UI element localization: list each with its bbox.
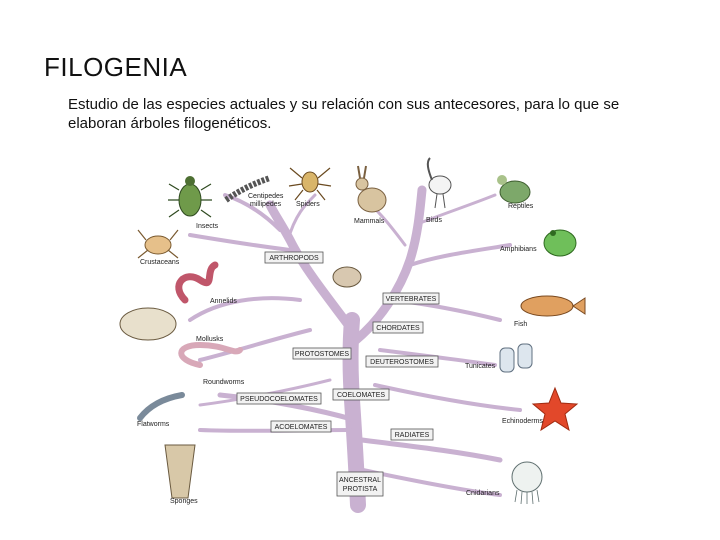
starfish-illustration xyxy=(531,386,579,432)
label-fish: Fish xyxy=(514,321,527,328)
node-arthropods: ARTHROPODS xyxy=(264,251,324,264)
page-title: FILOGENIA xyxy=(44,52,188,82)
node-vertebrates: VERTEBRATES xyxy=(382,292,440,305)
node-protostomes: PROTOSTOMES xyxy=(292,347,352,360)
sponge-illustration xyxy=(164,444,196,499)
rabbit-illustration xyxy=(355,165,387,213)
label-flatworms: Flatworms xyxy=(137,421,170,428)
frog-illustration xyxy=(543,229,577,257)
svg-text:ARTHROPODS: ARTHROPODS xyxy=(269,255,319,262)
label-birds: Birds xyxy=(426,217,442,224)
label-sponges: Sponges xyxy=(170,498,198,505)
mollusk-illustration xyxy=(119,307,177,341)
label-cnidarians: Cnidarians xyxy=(466,490,500,497)
flatworm-illustration xyxy=(137,392,185,421)
label-tunicates: Tunicates xyxy=(465,363,496,370)
svg-text:PROTISTA: PROTISTA xyxy=(343,486,378,493)
node-radiates: RADIATES xyxy=(390,428,434,441)
node-pseudocoelomates: PSEUDOCOELOMATES xyxy=(236,392,322,405)
svg-text:ACOELOMATES: ACOELOMATES xyxy=(275,424,328,431)
roundworm-illustration xyxy=(178,341,243,368)
bird-illustration xyxy=(426,157,452,209)
label-reptiles: Reptiles xyxy=(508,203,534,210)
label-echinoderms: Echinoderms xyxy=(502,418,543,425)
label-millipedes: millipedes xyxy=(250,201,282,208)
node-acoelomates: ACOELOMATES xyxy=(270,420,332,433)
node-coelomates: COELOMATES xyxy=(332,388,390,401)
label-centipedes: Centipedes xyxy=(248,193,284,200)
node-deuterostomes: DEUTEROSTOMES xyxy=(365,355,439,368)
beetle-illustration xyxy=(168,176,212,218)
label-mollusks: Mollusks xyxy=(196,336,224,343)
tunicate-illustration xyxy=(499,343,533,373)
label-mammals: Mammals xyxy=(354,218,385,225)
label-roundworms: Roundworms xyxy=(203,379,245,386)
worm-illustration xyxy=(175,261,219,304)
label-insects: Insects xyxy=(196,223,219,230)
label-amphibians: Amphibians xyxy=(500,246,537,253)
centipede-illustration xyxy=(224,175,271,203)
svg-text:RADIATES: RADIATES xyxy=(395,432,430,439)
fish-illustration xyxy=(520,295,586,317)
clam-illustration xyxy=(332,266,362,288)
label-annelids: Annelids xyxy=(210,298,237,305)
svg-text:CHORDATES: CHORDATES xyxy=(376,325,420,332)
label-crustaceans: Crustaceans xyxy=(140,259,180,266)
svg-text:VERTEBRATES: VERTEBRATES xyxy=(386,296,437,303)
svg-text:PROTOSTOMES: PROTOSTOMES xyxy=(295,351,350,358)
svg-text:COELOMATES: COELOMATES xyxy=(337,392,385,399)
page-subtitle: Estudio de las especies actuales y su re… xyxy=(68,96,620,132)
label-spiders: Spiders xyxy=(296,201,320,208)
jellyfish-illustration xyxy=(511,461,543,505)
spider-illustration xyxy=(288,167,332,201)
crab-illustration xyxy=(137,229,179,259)
svg-text:DEUTEROSTOMES: DEUTEROSTOMES xyxy=(370,359,434,366)
turtle-illustration xyxy=(497,175,531,204)
svg-text:PSEUDOCOELOMATES: PSEUDOCOELOMATES xyxy=(240,396,318,403)
node-chordates: CHORDATES xyxy=(372,321,424,334)
node-ancestral-protista: ANCESTRAL PROTISTA xyxy=(336,471,384,497)
svg-text:ANCESTRAL: ANCESTRAL xyxy=(339,477,381,484)
